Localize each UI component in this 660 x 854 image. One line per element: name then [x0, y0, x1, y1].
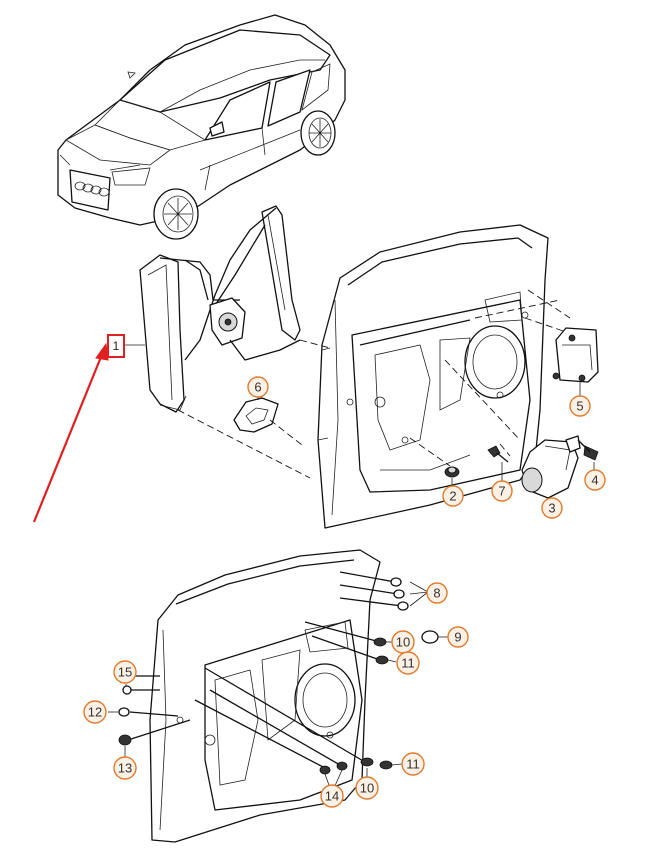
- callout-14[interactable]: 14: [320, 784, 344, 808]
- screw-part-4: [577, 439, 599, 461]
- nut-part-2: [444, 466, 460, 478]
- callout-5[interactable]: 5: [569, 395, 591, 417]
- lower-door: [149, 549, 381, 843]
- callout-15[interactable]: 15: [113, 660, 137, 684]
- callout-3[interactable]: 3: [541, 497, 563, 519]
- callout-11-lower[interactable]: 11: [401, 752, 425, 776]
- callout-13-label: 13: [118, 761, 132, 776]
- callout-10-lower[interactable]: 10: [355, 776, 379, 800]
- callout-5-label: 5: [576, 399, 583, 414]
- lower-door-plugs: [118, 577, 439, 775]
- highlight-box-part-1[interactable]: 1: [107, 334, 125, 358]
- callout-11-upper-label: 11: [401, 656, 415, 671]
- callout-9[interactable]: 9: [447, 626, 469, 648]
- window-regulator: [139, 205, 301, 413]
- screw-part-7: [487, 445, 509, 463]
- callout-14-label: 14: [325, 789, 339, 804]
- callout-9-label: 9: [454, 630, 461, 645]
- callout-8[interactable]: 8: [426, 582, 448, 604]
- callout-7-label: 7: [498, 484, 505, 499]
- callout-3-label: 3: [548, 501, 555, 516]
- car-illustration: [57, 14, 346, 240]
- callout-12[interactable]: 12: [83, 700, 107, 724]
- callout-2-label: 2: [449, 489, 456, 504]
- red-arrow: [32, 342, 109, 523]
- callout-15-label: 15: [118, 665, 132, 680]
- highlight-label: 1: [113, 339, 120, 353]
- callout-2[interactable]: 2: [442, 485, 464, 507]
- callout-6-label: 6: [254, 380, 261, 395]
- clip-part-6: [233, 397, 279, 433]
- callout-11-upper[interactable]: 11: [396, 651, 420, 675]
- callout-11-lower-label: 11: [406, 757, 420, 772]
- callout-10-upper-label: 10: [396, 635, 410, 650]
- callout-6[interactable]: 6: [247, 376, 269, 398]
- motor-part-3: [521, 435, 581, 499]
- upper-door: [317, 224, 549, 529]
- bracket-part-5: [552, 327, 599, 383]
- callout-4[interactable]: 4: [584, 469, 606, 491]
- callout-8-label: 8: [433, 586, 440, 601]
- callout-4-label: 4: [591, 473, 598, 488]
- callout-10-upper[interactable]: 10: [391, 630, 415, 654]
- lower-assembly-lines: [127, 571, 403, 769]
- assembly-lines: [177, 289, 576, 479]
- callout-12-label: 12: [88, 705, 102, 720]
- callout-13[interactable]: 13: [113, 756, 137, 780]
- callout-7[interactable]: 7: [491, 480, 513, 502]
- callout-10-lower-label: 10: [360, 781, 374, 796]
